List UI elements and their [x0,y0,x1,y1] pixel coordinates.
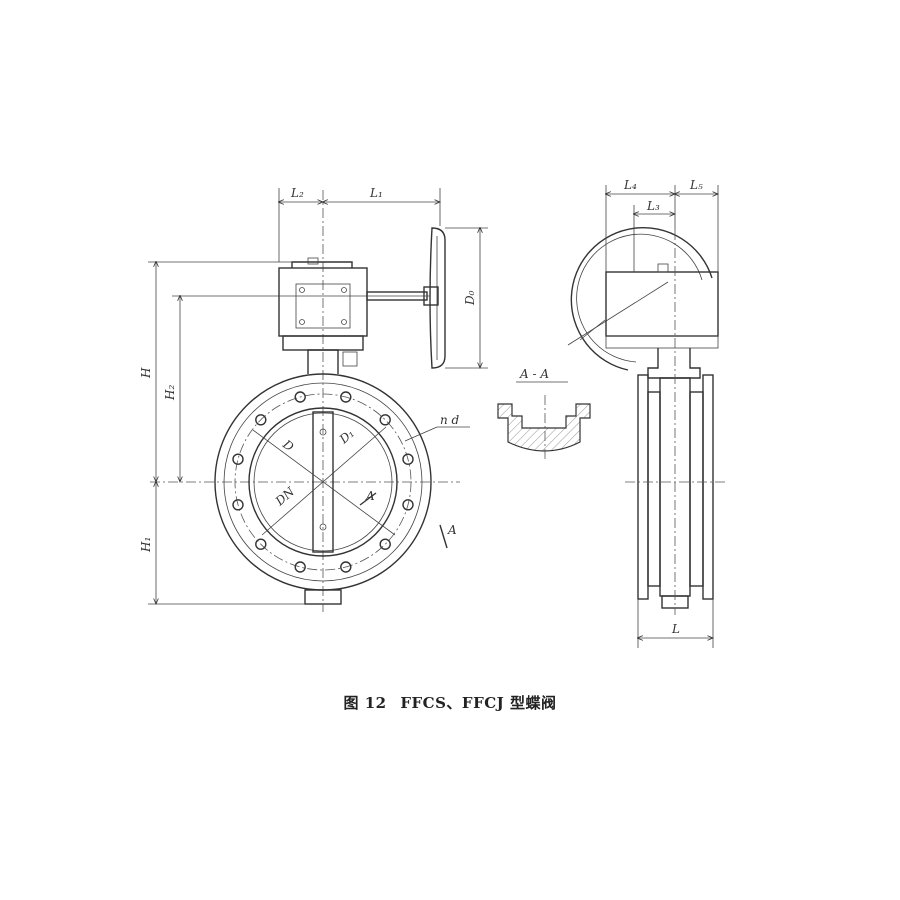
section-mark-top [359,492,377,506]
bottom-boss [304,589,342,605]
label-D0: D₀ [463,290,477,306]
cover-bolt [341,319,347,325]
label-L4: L₄ [623,178,637,192]
figure-title: FFCS、FFCJ 型蝶阀 [400,694,557,712]
label-H: H [139,367,153,379]
bolt-hole [402,499,414,511]
disc-circle [253,412,393,552]
figure-number: 图 12 [343,694,387,712]
side-view [567,226,725,615]
label-L2: L₂ [290,186,304,200]
side-flange-left-inner [647,391,661,587]
side-flange-right [702,374,714,600]
gearbox-cover [295,283,351,329]
section-profile [497,403,591,452]
side-flange-right-inner [689,391,704,587]
label-A-top: A [365,489,375,503]
shaft-pin-bottom [319,523,327,531]
bolt-hole [294,391,306,403]
flange-ring-circle [223,382,423,582]
handwheel-arc-inner [576,233,703,363]
label-section-a-a: A - A [519,367,549,381]
shaft-pin-top [319,428,327,436]
bolt-hole [402,453,414,465]
handwheel-spoke-diag [567,281,669,346]
side-gearbox [605,271,719,337]
label-DN: DN [272,484,298,509]
label-D1: D₁ [336,426,357,447]
gearbox-body [278,267,368,337]
cover-bolt [341,287,347,293]
bolt-hole [255,538,267,550]
label-L3: L₃ [646,199,660,213]
side-flange-left [637,374,649,600]
diameter-leader-D [252,429,396,536]
cover-bolt [299,319,305,325]
front-dimensions [148,188,488,604]
label-L1: L₁ [369,186,383,200]
neck-nut [342,351,358,367]
bolt-hole [232,499,244,511]
bolt-hole-leader [404,426,438,442]
bolt-holes [232,391,414,573]
side-indicator [657,263,669,273]
indicator [307,257,319,265]
bolt-hole [379,538,391,550]
handwheel [429,227,446,369]
handwheel-arc-outer [570,226,713,371]
cover-bolt [299,287,305,293]
disc-shaft [312,411,334,553]
section-a-a [497,381,591,462]
bolt-hole [255,414,267,426]
label-L5: L₅ [689,178,703,192]
bolt-hole [232,453,244,465]
side-dimensions [606,185,718,648]
bolt-hole [340,391,352,403]
label-n-d: n d [440,413,460,427]
figure-caption: 图 12 FFCS、FFCJ 型蝶阀 [0,692,900,713]
label-H1: H₁ [139,537,153,553]
label-A-bottom: A [447,523,457,537]
bolt-circle [234,393,412,571]
dimension-labels: L₂ L₁ D₀ H H₂ H₁ D D₁ DN A A n d A - A L… [139,178,703,636]
front-view [150,190,470,612]
bolt-hole [379,414,391,426]
bore-circle [248,407,398,557]
gearbox-top [291,261,353,268]
side-neck [647,348,701,379]
label-H2: H₂ [163,385,177,401]
side-gearbox-flange [605,335,719,349]
diameter-leader-DN [261,426,387,536]
label-L: L [671,622,680,636]
section-mark-bottom [439,524,448,549]
bolt-hole [340,561,352,573]
bolt-hole [294,561,306,573]
